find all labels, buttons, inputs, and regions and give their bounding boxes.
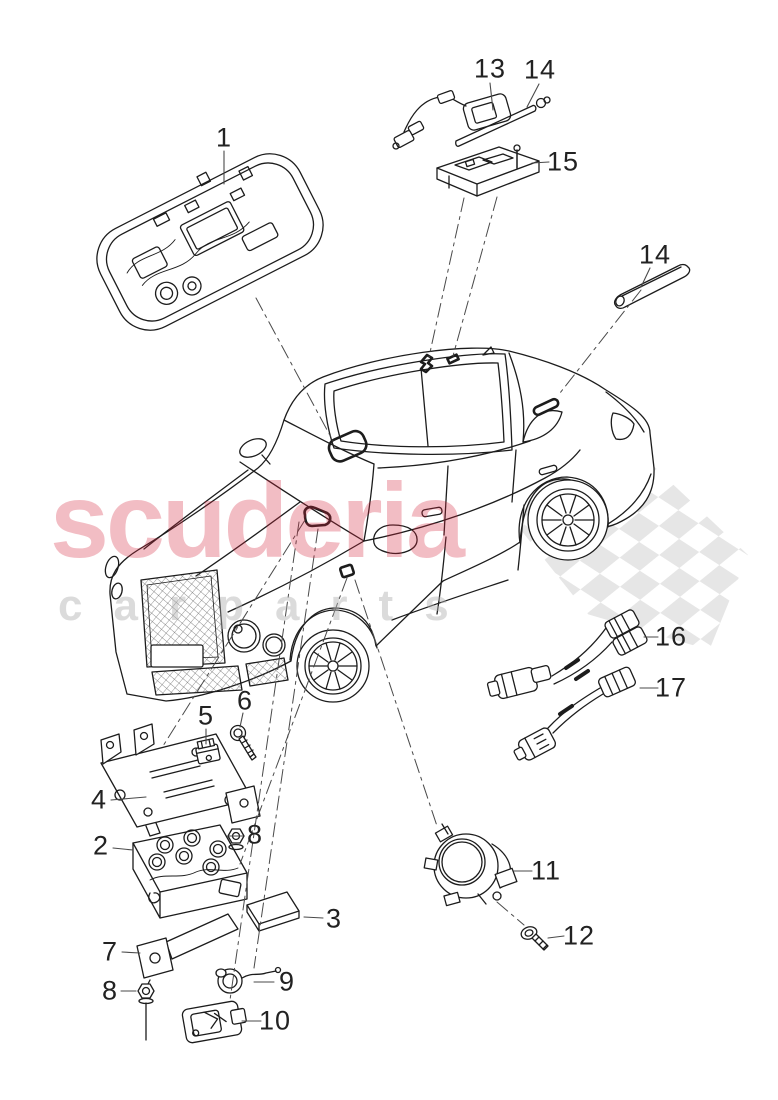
part-17-cable	[513, 666, 636, 761]
callout-10: 10	[258, 1005, 292, 1036]
part-2-control-module	[132, 824, 248, 919]
pillar-strip-location	[532, 397, 560, 417]
part-3-pad	[246, 891, 300, 932]
callout-7: 7	[101, 936, 119, 967]
callout-3: 3	[325, 903, 343, 934]
vehicle-outline	[104, 347, 655, 702]
leader-lines	[110, 82, 659, 1022]
callout-8a: 8	[246, 819, 264, 850]
callout-2: 2	[92, 830, 110, 861]
part-14-strip-top	[455, 96, 551, 147]
callout-5: 5	[197, 700, 215, 731]
callout-8b: 8	[101, 975, 119, 1006]
part-15-mounting-frame	[436, 144, 540, 197]
callout-6: 6	[236, 685, 254, 716]
callout-17: 17	[654, 672, 688, 703]
part-13-light-module	[392, 89, 512, 150]
part-11-camera-sensor	[423, 823, 518, 907]
mount-locations	[303, 346, 560, 579]
callout-12: 12	[562, 920, 596, 951]
callout-4: 4	[90, 784, 108, 815]
callout-15: 15	[546, 146, 580, 177]
part-6-screw	[229, 724, 257, 761]
part-7-bracket-strap	[136, 913, 239, 1041]
roof-marker	[482, 346, 495, 356]
rear-wheel	[527, 479, 609, 561]
pillar-clip-location	[338, 563, 356, 579]
callout-14b: 14	[638, 239, 672, 270]
part-16-y-cable	[486, 609, 648, 700]
front-wheel	[296, 629, 370, 703]
callout-1: 1	[215, 122, 233, 153]
roof-console-location	[327, 429, 368, 463]
callout-13: 13	[473, 53, 507, 84]
part-1-overhead-console	[96, 153, 324, 331]
part-9-sensor	[215, 966, 282, 994]
windshield-sensor-location	[303, 505, 332, 528]
reference-lines	[162, 196, 642, 1001]
part-10-clip-bracket	[181, 1000, 247, 1044]
roof-clip-location	[419, 353, 434, 374]
part-14-strip-right	[613, 263, 691, 310]
roof-strip-location	[446, 353, 460, 365]
callout-11: 11	[530, 855, 562, 886]
callout-9: 9	[278, 966, 296, 997]
part-8-nut-lower	[137, 983, 155, 1005]
part-12-screw	[520, 926, 549, 951]
callout-14a: 14	[523, 54, 557, 85]
callout-16: 16	[654, 621, 688, 652]
